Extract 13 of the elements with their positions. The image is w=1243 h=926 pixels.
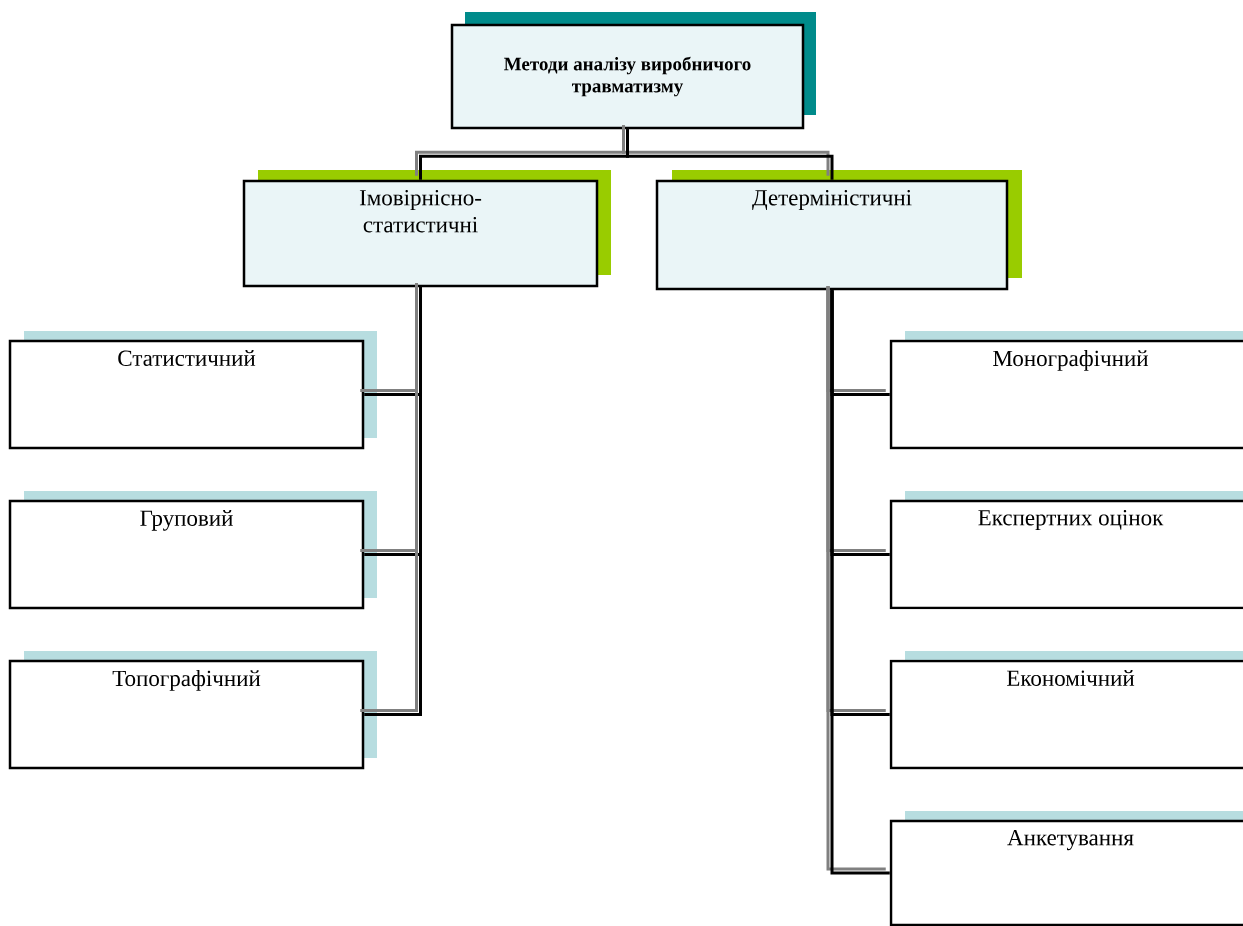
category-box: Детерміністичні [655, 170, 1022, 291]
method-box: Топографічний [8, 651, 377, 770]
method-box: Груповий [8, 491, 377, 610]
method-box: Економічний [889, 651, 1243, 770]
method-box: Анкетування [889, 811, 1243, 926]
connector-line [360, 283, 422, 716]
method-box: Експертних оцінок [889, 491, 1243, 610]
method-box: Монографічний [889, 331, 1243, 450]
method-box: Статистичний [8, 331, 377, 450]
connector-line [826, 286, 890, 875]
category-box: Імовірнісно-статистичні [242, 170, 611, 288]
connector-line [622, 125, 834, 180]
title-box: Методи аналізу виробничого травматизму [450, 12, 816, 130]
